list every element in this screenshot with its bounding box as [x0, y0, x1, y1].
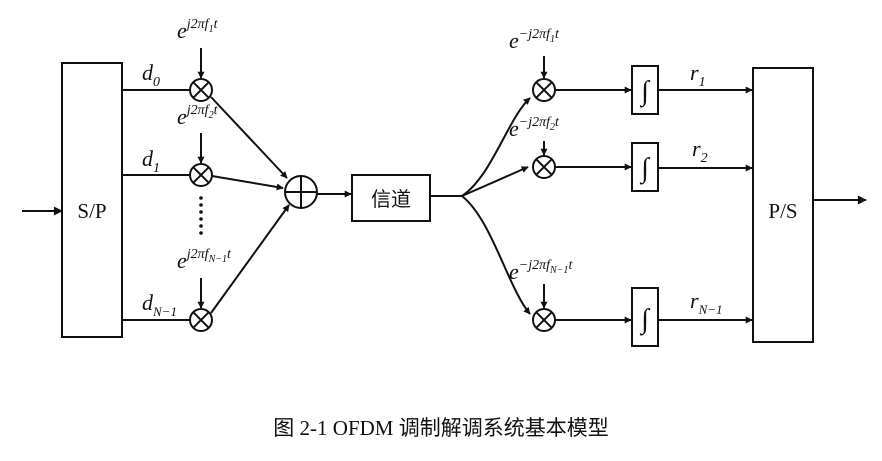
- multiplier-1: [189, 78, 213, 102]
- demod-multiplier-1: [532, 78, 556, 102]
- split-line-2: [461, 166, 529, 197]
- mod-branch-n-1: dN−1 ej2πfN−1t: [122, 247, 232, 332]
- mod-branch-1: d0 ej2πf1t: [122, 17, 219, 102]
- adder: [284, 175, 318, 209]
- svg-text:∫: ∫: [639, 76, 651, 108]
- input-label-d0: d0: [142, 60, 160, 90]
- sum-line-2: [211, 175, 284, 191]
- demod-multiplier-2: [532, 155, 556, 179]
- sp-block: S/P: [61, 62, 123, 338]
- integrator-1: ∫: [631, 65, 659, 115]
- channel-label: 信道: [371, 188, 411, 211]
- carrier-label-n-1: ej2πfN−1t: [177, 247, 232, 273]
- demod-carrier-label-n-1: e−j2πfN−1t: [509, 258, 573, 284]
- multiplier-2: [189, 163, 213, 187]
- carrier-label-2: ej2πf2t: [177, 103, 219, 129]
- sum-line-1: [210, 96, 288, 179]
- ps-label: P/S: [768, 199, 797, 223]
- ps-block: P/S: [752, 67, 814, 343]
- output-label-r1: r1: [690, 60, 706, 90]
- demod-branch-1: e−j2πf1t ∫ r1: [509, 27, 753, 115]
- sum-line-n-1: [210, 204, 290, 314]
- split-curve-1: [461, 97, 531, 197]
- output-label-r2: r2: [692, 136, 708, 166]
- demod-carrier-label-2: e−j2πf2t: [509, 115, 560, 141]
- demod-multiplier-n-1: [532, 308, 556, 332]
- svg-text:∫: ∫: [639, 153, 651, 185]
- input-label-d1: d1: [142, 146, 160, 176]
- multiplier-n-1: [189, 308, 213, 332]
- split-curve-n-1: [461, 195, 531, 315]
- integrator-2: ∫: [631, 142, 659, 192]
- demod-branch-n-1: e−j2πfN−1t ∫ rN−1: [509, 258, 753, 347]
- svg-text:∫: ∫: [639, 304, 651, 336]
- demod-branch-2: e−j2πf2t ∫ r2: [509, 115, 753, 192]
- channel-block: 信道: [351, 174, 431, 222]
- sp-label: S/P: [77, 199, 106, 223]
- integrator-n-1: ∫: [631, 287, 659, 347]
- mod-branch-2: d1 ej2πf2t: [122, 103, 219, 187]
- vertical-ellipsis: [199, 196, 203, 235]
- output-label-rn-1: rN−1: [690, 288, 723, 317]
- input-label-dn-1: dN−1: [142, 290, 177, 319]
- demod-carrier-label-1: e−j2πf1t: [509, 27, 560, 53]
- carrier-label-1: ej2πf1t: [177, 17, 219, 43]
- figure-caption: 图 2-1 OFDM 调制解调系统基本模型: [273, 416, 609, 440]
